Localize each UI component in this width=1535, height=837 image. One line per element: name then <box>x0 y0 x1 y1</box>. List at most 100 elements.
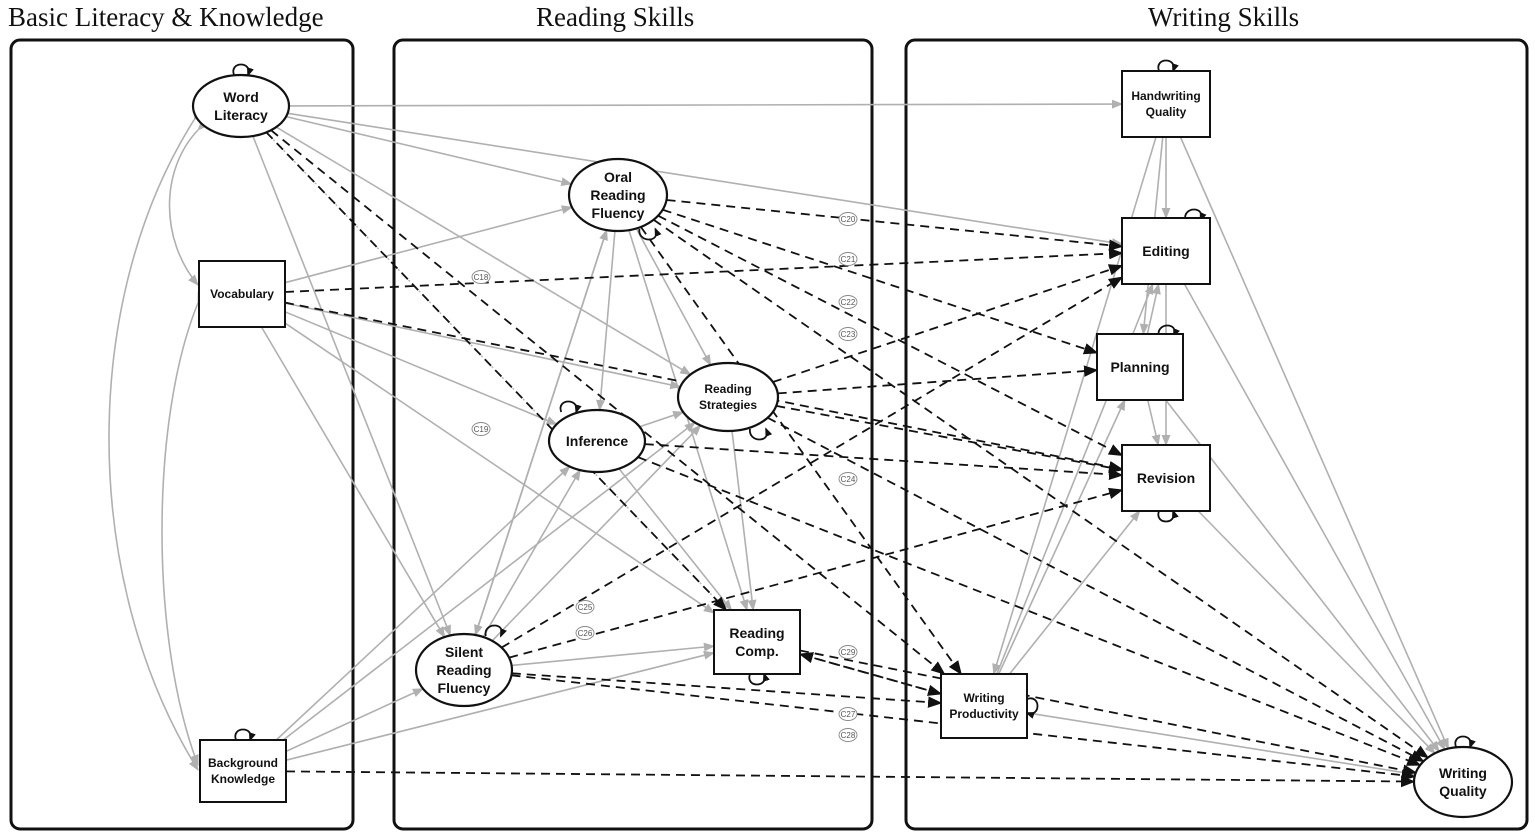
path-arrow <box>731 430 757 612</box>
path-label-c23: C23 <box>838 327 858 341</box>
path-arrow-dashed <box>511 672 943 708</box>
node-label: Silent <box>445 644 483 660</box>
residual-loop <box>234 728 256 742</box>
solid-paths <box>108 99 1450 778</box>
node-label: Literacy <box>214 107 268 123</box>
node-label: Reading <box>704 382 751 396</box>
path-arrow <box>596 230 616 412</box>
path-label-c25: C25 <box>575 600 595 614</box>
node-shape <box>198 260 286 328</box>
panel-reading <box>392 38 874 831</box>
path-label-c19: C19 <box>471 422 491 436</box>
path-arrow-dashed <box>653 218 1430 759</box>
node-shape <box>414 632 514 708</box>
path-label-text: C21 <box>841 255 856 264</box>
node-label: Strategies <box>699 398 757 412</box>
path-label-text: C19 <box>474 425 489 434</box>
node-label: Revision <box>1137 470 1195 486</box>
path-label-circle <box>471 270 491 284</box>
path-label-circle <box>838 252 858 266</box>
panel-writing <box>904 38 1529 831</box>
path-label-circle <box>575 600 595 614</box>
path-label-c20: C20 <box>838 212 858 226</box>
path-arrow-dashed <box>799 653 943 696</box>
path-arrow-dashed <box>508 487 1124 659</box>
path-arrow <box>284 311 558 426</box>
path-arrow <box>284 322 715 614</box>
node-editing: Editing <box>1121 217 1211 285</box>
node-label: Planning <box>1110 359 1169 375</box>
correlation-arc <box>161 291 206 767</box>
path-arrow-dashed <box>798 652 942 695</box>
path-arrow <box>1026 712 1417 778</box>
path-arrow-dashed <box>265 131 728 612</box>
node-label: Oral <box>604 169 632 185</box>
node-planning: Planning <box>1096 333 1184 401</box>
path-arrow-dashed <box>767 416 1425 763</box>
residual-loop <box>1157 324 1180 338</box>
path-arrow <box>618 468 733 611</box>
residual-loop <box>748 672 770 686</box>
node-vocabulary: Vocabulary <box>198 260 286 328</box>
path-label-c27: C27 <box>838 707 858 721</box>
path-arrow <box>1179 136 1450 750</box>
node-shape <box>713 609 801 675</box>
path-arrow <box>282 421 696 741</box>
node-label: Productivity <box>949 707 1019 721</box>
path-arrow <box>252 135 452 637</box>
path-arrow <box>285 688 425 753</box>
path-arrow-dashed <box>637 456 1422 766</box>
node-label: Writing <box>963 691 1004 705</box>
path-label-circle <box>838 728 858 742</box>
path-arrow-dashed <box>777 365 1099 395</box>
path-arrow <box>288 99 1124 109</box>
path-arrow <box>491 424 702 642</box>
node-shape <box>1096 333 1184 401</box>
path-arrow <box>260 326 446 639</box>
path-arrow-dashed <box>662 208 1099 355</box>
node-label: Handwriting <box>1131 89 1200 103</box>
node-shape <box>1121 444 1211 512</box>
node-shape <box>547 408 647 474</box>
node-revision: Revision <box>1121 444 1211 512</box>
path-arrow-dashed <box>666 199 1124 251</box>
path-arrow <box>511 642 716 667</box>
path-arrow <box>635 228 712 367</box>
path-arrow-dashed <box>776 405 1124 474</box>
path-arrow <box>1008 510 1141 675</box>
node-label: Background <box>208 756 278 770</box>
residual-loop <box>749 427 773 441</box>
path-arrow-dotted <box>275 126 692 376</box>
residual-loop <box>638 227 662 241</box>
node-label: Fluency <box>592 205 645 221</box>
path-arrow-dashed <box>501 276 1124 649</box>
dashed-paths <box>265 129 1430 788</box>
node-label: Knowledge <box>211 772 275 786</box>
path-label-text: C29 <box>841 648 856 657</box>
path-label-c29: C29 <box>838 645 858 659</box>
node-label: Vocabulary <box>210 287 274 301</box>
path-label-text: C25 <box>578 603 593 612</box>
residual-loop <box>1157 509 1179 523</box>
path-arrow <box>628 229 749 612</box>
path-arrow-dashed <box>284 247 1124 293</box>
path-arrow <box>285 650 716 761</box>
path-arrow <box>1146 399 1161 447</box>
node-shape <box>1412 745 1514 819</box>
node-shape <box>940 673 1028 739</box>
node-shape <box>676 361 780 433</box>
path-arrow-dashed <box>644 443 1124 481</box>
path-label-c18: C18 <box>471 270 491 284</box>
node-shape <box>191 73 291 139</box>
panel-basic <box>9 38 355 831</box>
path-arrow-dashed <box>799 649 1418 776</box>
path-arrow <box>285 115 573 187</box>
node-label: Writing <box>1439 765 1487 781</box>
residual-loop <box>1454 735 1476 749</box>
path-label-c24: C24 <box>838 472 858 486</box>
